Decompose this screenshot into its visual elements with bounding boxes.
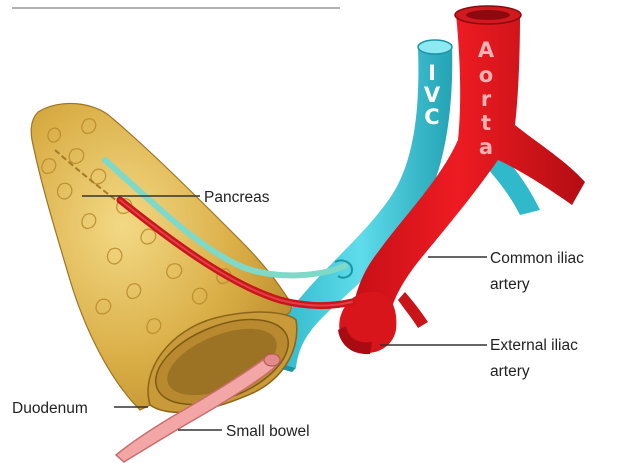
duodenum-label: Duodenum bbox=[12, 400, 88, 417]
aorta-letter: t bbox=[481, 111, 491, 135]
external-iliac-label-line2: artery bbox=[490, 363, 530, 380]
external-iliac-label-line1: External iliac bbox=[490, 337, 578, 354]
ivc-letter: I bbox=[428, 61, 436, 85]
aorta bbox=[338, 6, 585, 354]
aorta-letter: o bbox=[479, 63, 493, 87]
aorta-letter: a bbox=[479, 135, 493, 159]
common-iliac-label-line2: artery bbox=[490, 276, 530, 293]
common-iliac-label-line1: Common iliac bbox=[490, 250, 584, 267]
ivc-letter: V bbox=[424, 83, 441, 107]
aorta-letter: A bbox=[478, 38, 495, 62]
ivc-letter: C bbox=[424, 105, 439, 129]
pancreas-label: Pancreas bbox=[204, 189, 270, 206]
aorta-letter: r bbox=[481, 87, 492, 111]
small-bowel-label: Small bowel bbox=[226, 423, 310, 440]
